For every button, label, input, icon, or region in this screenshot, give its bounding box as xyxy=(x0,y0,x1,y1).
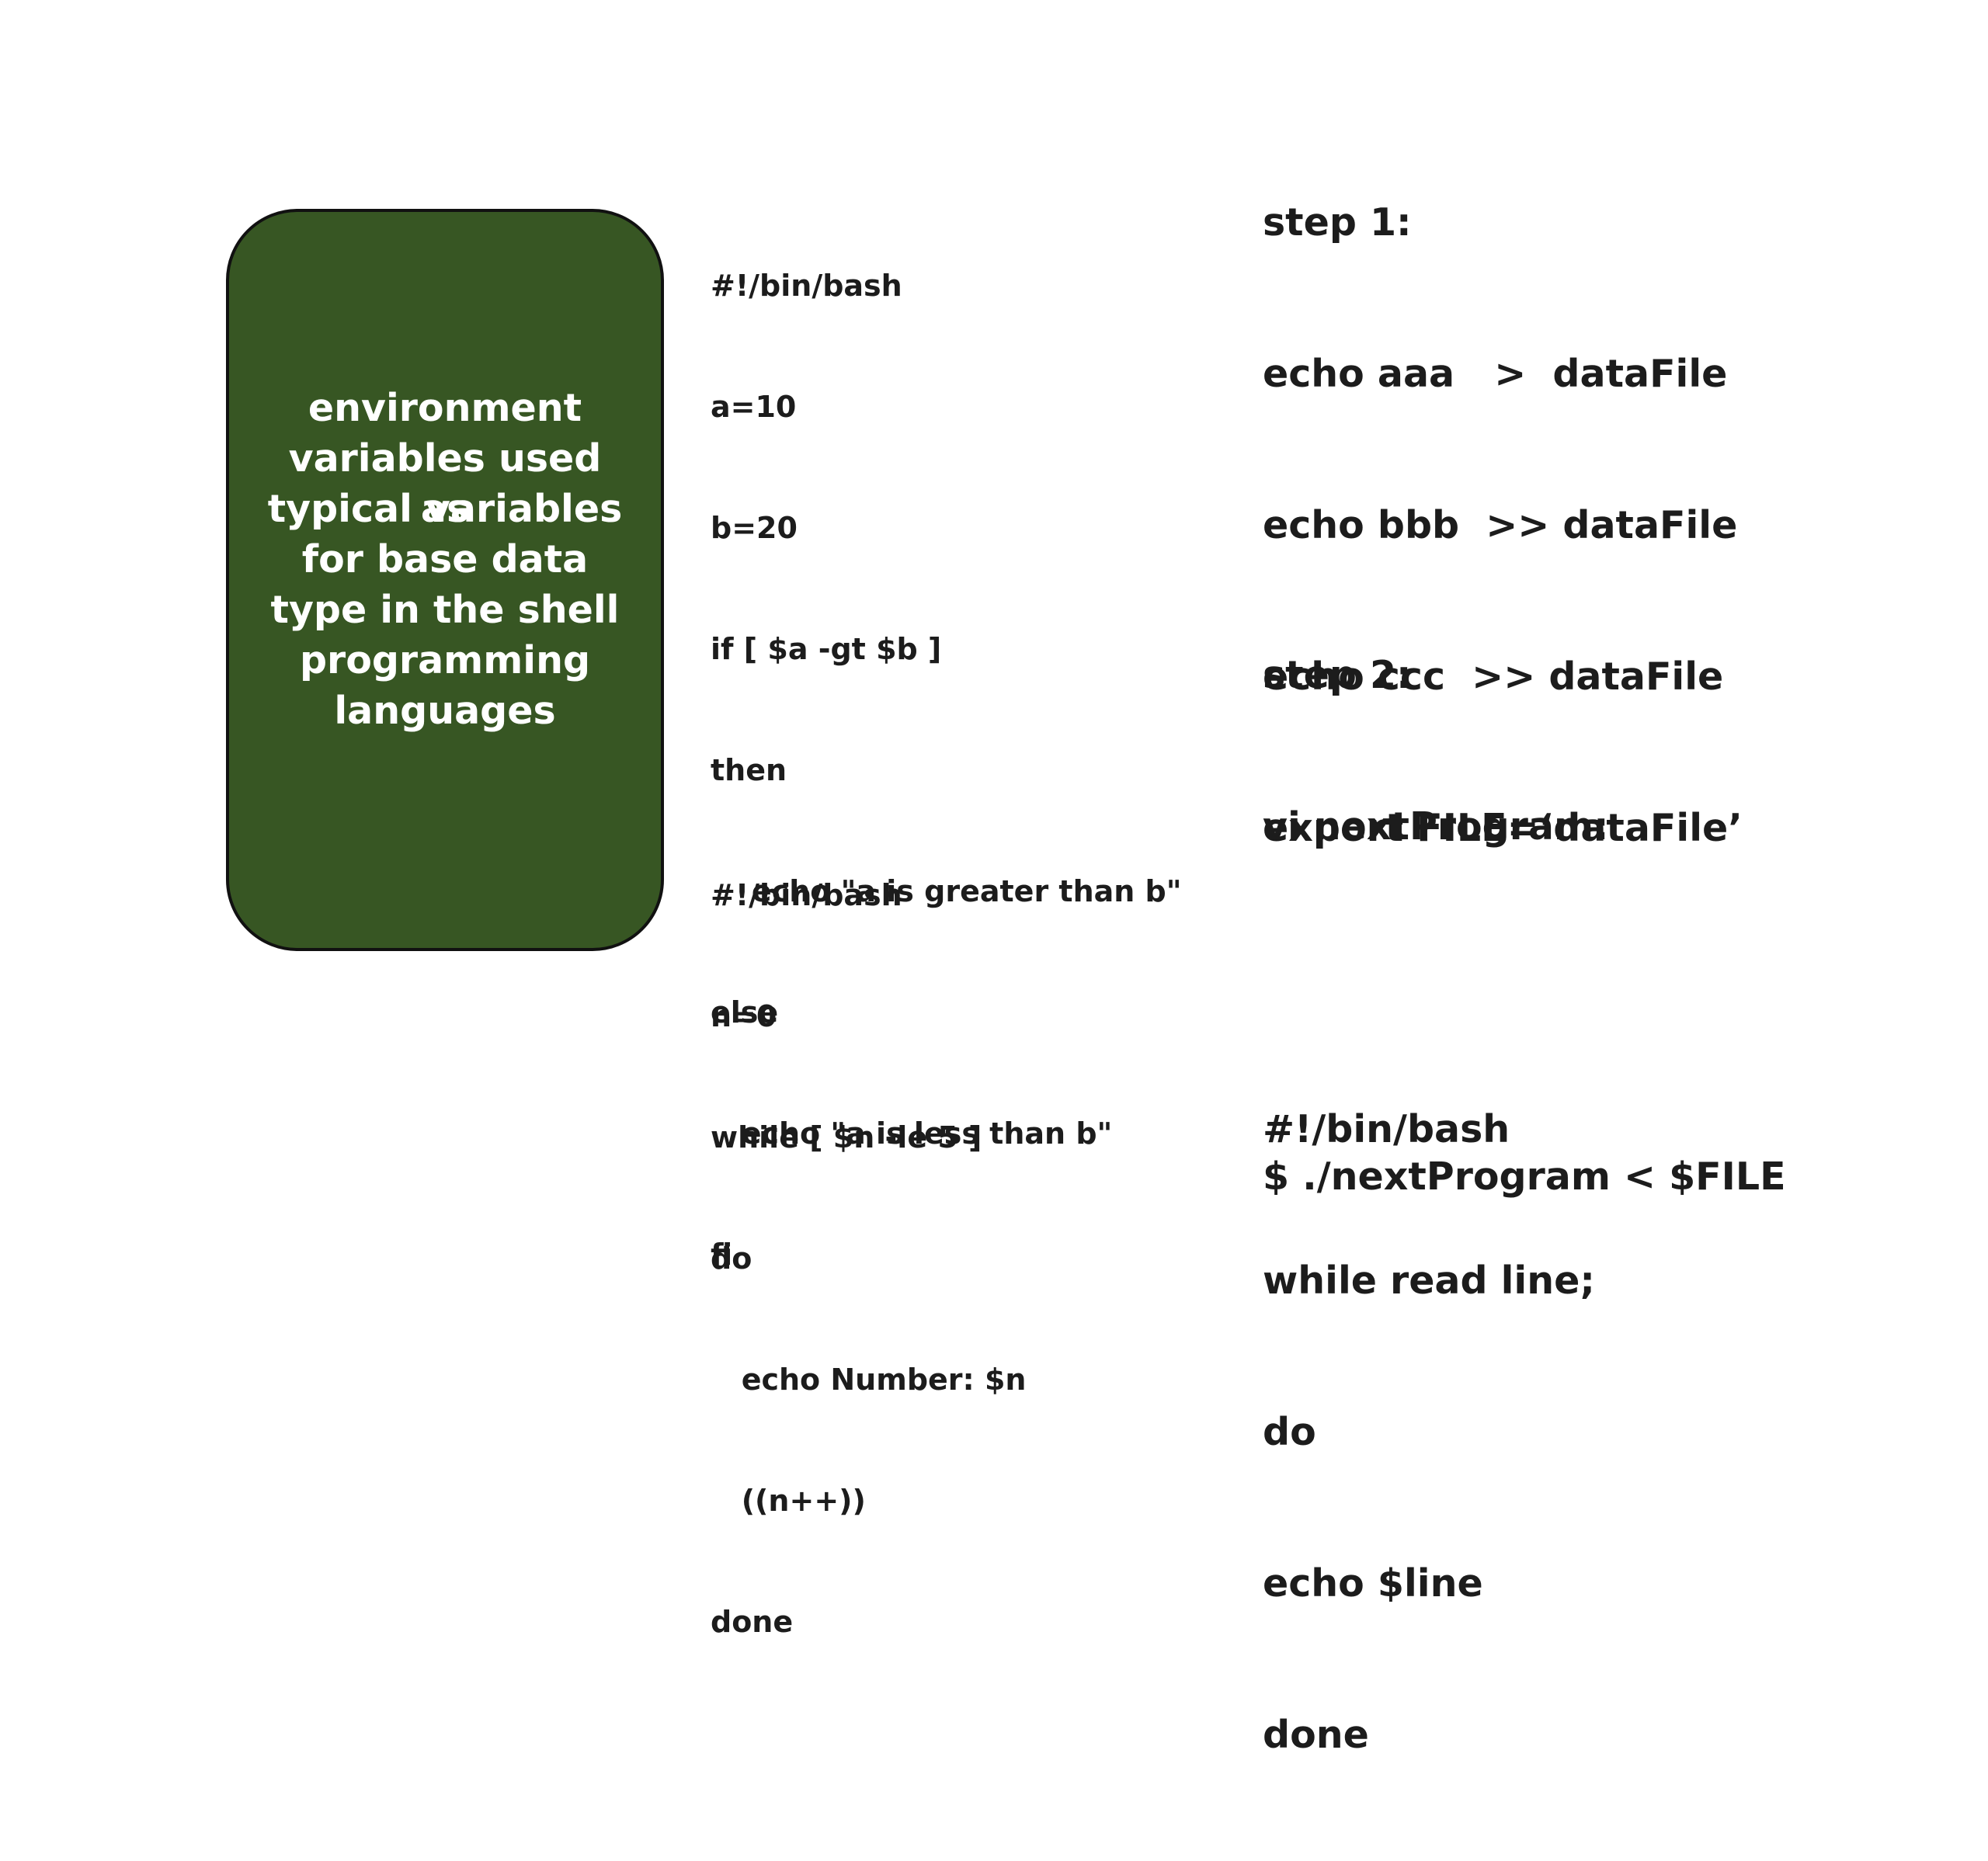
code-line: else xyxy=(711,995,779,1029)
while-loop-code: #!/bin/bash n=0 while [ $n -le 5 ] do ec… xyxy=(711,794,1026,1723)
code-line: echo Number: $n xyxy=(711,1363,1027,1397)
step-line: done xyxy=(1263,1713,1369,1757)
run-command: $ ./nextProgram < $FILE xyxy=(1263,1050,1786,1303)
topic-line: languages xyxy=(334,688,556,733)
code-line: then xyxy=(711,753,787,787)
code-line: ((n++)) xyxy=(711,1484,866,1518)
code-line: echo "a is greater than b" xyxy=(711,874,1182,908)
topic-text: environment variables used as typical va… xyxy=(259,383,631,736)
step-line: echo $line xyxy=(1263,1561,1483,1606)
code-line: done xyxy=(711,1605,794,1639)
topic-line: typical variables xyxy=(267,486,623,531)
step-1-block: step 1: echo aaa > dataFile echo bbb >> … xyxy=(1263,96,1743,954)
code-line: if [ $a -gt $b ] xyxy=(711,632,942,666)
topic-line: environment xyxy=(308,385,582,430)
step-line xyxy=(1263,953,1609,1003)
step-line: echo aaa > dataFile xyxy=(1263,352,1728,396)
topic-line: variables used as xyxy=(288,436,602,531)
code-line: a=10 xyxy=(711,390,797,424)
step-line: step 1: xyxy=(1263,200,1412,245)
code-line: b=20 xyxy=(711,511,798,545)
step-line: export FILE=‘dataFile’ xyxy=(1263,806,1743,850)
step-line: step 2: xyxy=(1263,653,1412,697)
slide: environment variables used as typical va… xyxy=(226,96,1786,1757)
step-line: echo bbb >> dataFile xyxy=(1263,503,1738,547)
code-line: while [ $n -le 5 ] xyxy=(711,1120,982,1154)
code-line: do xyxy=(711,1241,752,1276)
topic-line: for base data xyxy=(301,536,589,582)
topic-box: environment variables used as typical va… xyxy=(226,209,664,951)
code-line: #!/bin/bash xyxy=(711,269,902,303)
step-line: do xyxy=(1263,1410,1316,1454)
run-command-text: $ ./nextProgram < $FILE xyxy=(1263,1154,1786,1199)
topic-line: type in the shell xyxy=(270,587,620,632)
step-line: echo ccc >> dataFile xyxy=(1263,654,1724,699)
code-line: #!/bin/bash xyxy=(711,878,902,912)
topic-line: programming xyxy=(299,637,591,682)
code-line: n=0 xyxy=(711,999,777,1033)
step-line: vi nextProgram: xyxy=(1263,804,1609,849)
